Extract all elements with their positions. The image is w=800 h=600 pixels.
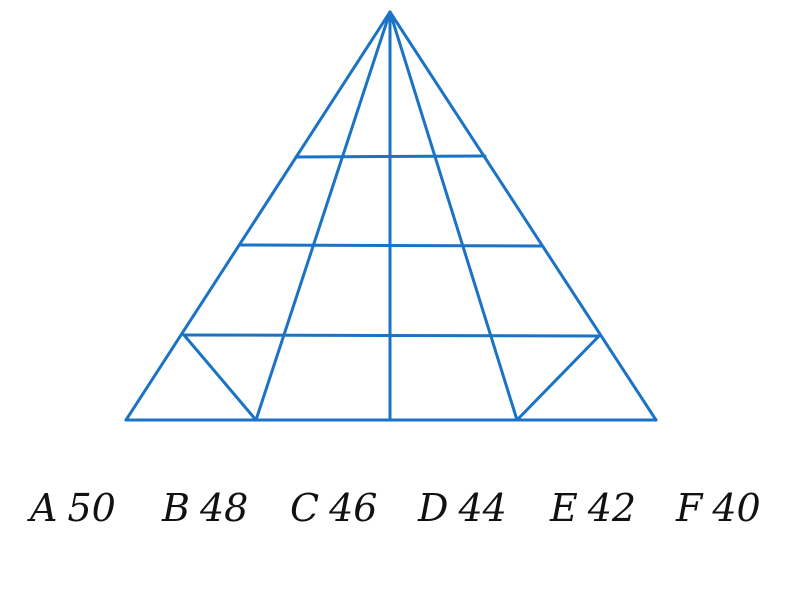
horizontal-bar-1	[294, 154, 487, 159]
horizontal-bar-3	[182, 333, 601, 338]
option-letter: B	[162, 486, 190, 530]
option-letter: D	[418, 486, 449, 530]
option-value: 42	[587, 486, 637, 530]
option-value: 44	[458, 486, 507, 530]
triangle-puzzle-figure	[124, 10, 658, 422]
option-letter: F	[676, 486, 703, 530]
apex-line-left	[254, 10, 392, 422]
horizontal-bar-2	[238, 243, 544, 248]
bottom-left-diagonal	[182, 333, 258, 422]
triangle-left-edge	[124, 10, 392, 422]
option-value: 50	[67, 486, 116, 530]
option-letter: A	[30, 486, 58, 530]
triangle-right-edge	[388, 10, 658, 422]
option-value: 46	[329, 486, 378, 530]
option-letter: E	[550, 486, 578, 530]
bottom-right-diagonal	[515, 334, 601, 422]
apex-line-right	[388, 10, 519, 422]
option-value: 48	[199, 486, 249, 530]
option-value: 40	[712, 486, 761, 530]
option-letter: C	[290, 486, 320, 530]
